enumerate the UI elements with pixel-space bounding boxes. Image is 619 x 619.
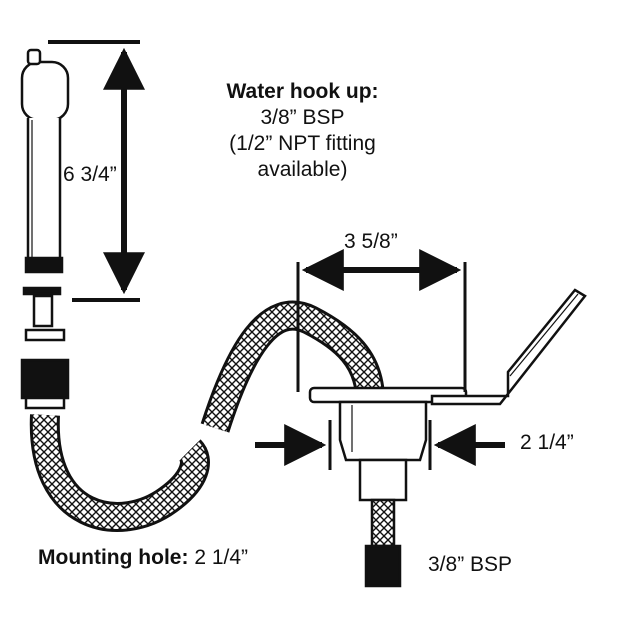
- mounting-hole-value: 2 1/4”: [194, 546, 249, 569]
- body-diameter-dimension: [255, 420, 505, 470]
- hose: [29, 300, 385, 532]
- mounting-hole-title: Mounting hole:: [38, 546, 189, 569]
- water-hookup-fitting-line1: (1/2” NPT fitting: [229, 132, 376, 155]
- flange-width-label: 3 5/8”: [344, 230, 398, 253]
- flange-width-dimension: [296, 249, 467, 392]
- water-hookup-title: Water hook up:: [226, 80, 379, 103]
- water-hookup-fitting-line2: available): [257, 158, 348, 181]
- body-diameter-label: 2 1/4”: [520, 431, 574, 454]
- sprayer-length-dimension: [48, 40, 145, 302]
- sprayer-length-label: 6 3/4”: [63, 163, 117, 186]
- faucet-body: [308, 386, 468, 588]
- mounting-hole-label: Mounting hole: 2 1/4”: [38, 546, 248, 570]
- hose-connector-label: 3/8” BSP: [428, 553, 513, 576]
- sprayer-head: [20, 48, 70, 410]
- water-hookup-thread: 3/8” BSP: [260, 106, 345, 129]
- lever-handle: [430, 288, 587, 406]
